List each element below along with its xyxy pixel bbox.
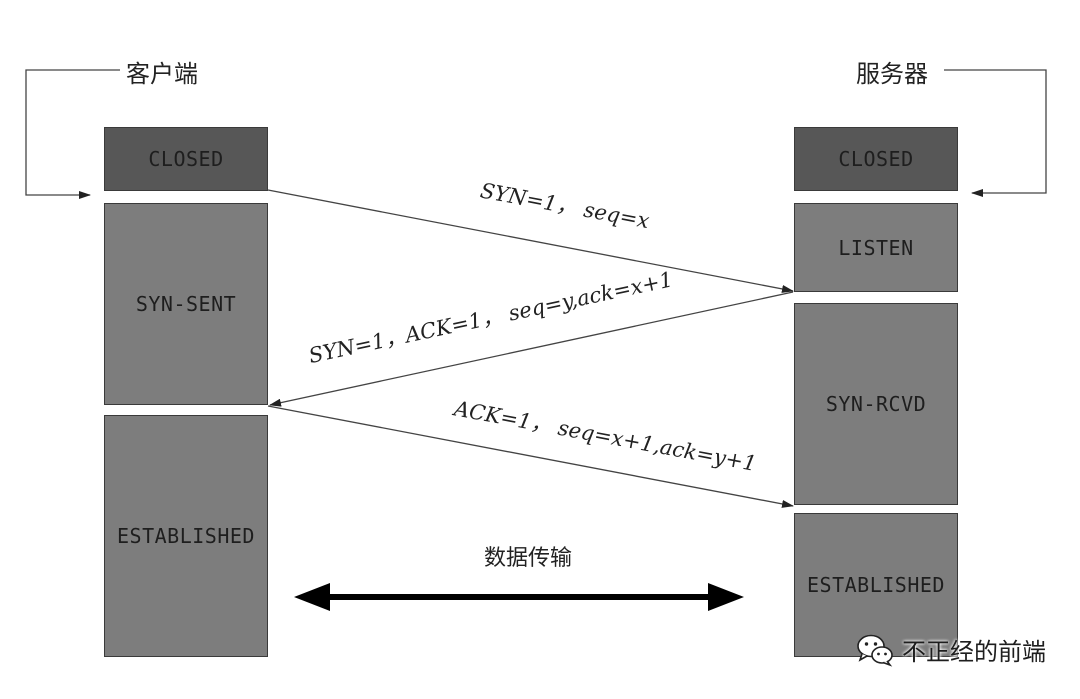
server-label: 服务器	[856, 54, 928, 89]
client-state-established: ESTABLISHED	[104, 415, 268, 657]
syn-arrow	[267, 189, 794, 293]
client-state-syn-sent: SYN-SENT	[104, 203, 268, 405]
server-state-established: ESTABLISHED	[794, 513, 958, 657]
server-loop-line	[944, 69, 1047, 197]
watermark-text: 不正经的前端	[902, 638, 1046, 666]
data-transfer-label: 数据传输	[484, 546, 573, 571]
client-loop-line	[25, 69, 120, 199]
wechat-icon	[857, 634, 893, 667]
server-state-closed: CLOSED	[794, 127, 958, 191]
syn-ack-arrow	[269, 291, 794, 407]
server-state-listen: LISTEN	[794, 203, 958, 292]
client-state-closed: CLOSED	[104, 127, 268, 191]
watermark: 不正经的前端	[856, 632, 1046, 667]
data-transfer-arrow	[294, 583, 744, 611]
server-state-syn-rcvd: SYN-RCVD	[794, 303, 958, 505]
client-label: 客户端	[126, 54, 198, 89]
ack-arrow	[267, 405, 794, 508]
